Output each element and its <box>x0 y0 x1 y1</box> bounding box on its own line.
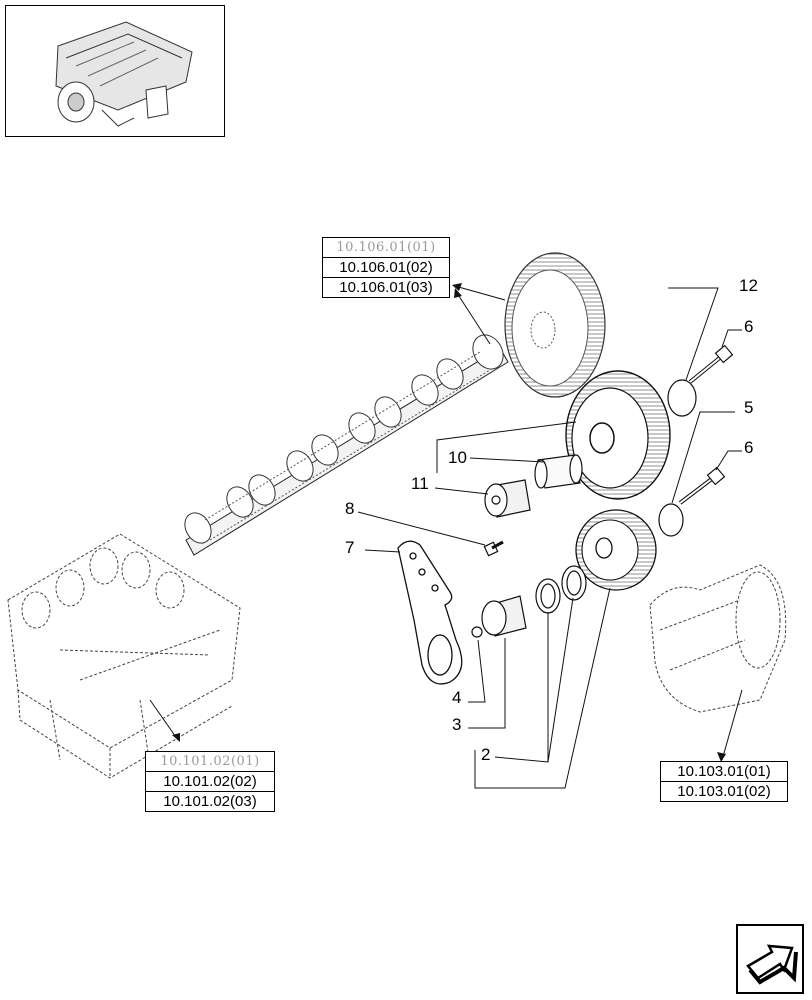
callout-10: 10 <box>448 448 467 467</box>
callout-11: 11 <box>411 474 429 493</box>
bushings <box>471 379 697 638</box>
next-page-button[interactable] <box>736 924 804 994</box>
ref-link-camshaft-03[interactable]: 10.106.01(03) <box>339 279 433 296</box>
callout-8: 8 <box>345 499 355 518</box>
ref-link-crankshaft-01[interactable]: 10.103.01(01) <box>661 762 787 782</box>
ref-link-block-02[interactable]: 10.101.02(02) <box>146 772 274 792</box>
leader-lines <box>149 285 743 789</box>
ref-box-crankshaft: 10.103.01(01) 10.103.01(02) <box>660 761 788 802</box>
callout-5: 5 <box>744 398 754 417</box>
callout-6-lower: 6 <box>744 438 754 457</box>
crankshaft <box>649 564 787 713</box>
ref-current-camshaft: 10.106.01(01) <box>323 238 449 258</box>
ref-current-block: 10.101.02(01) <box>146 752 274 772</box>
cylinder-block <box>7 533 241 779</box>
next-page-arrow-icon <box>746 944 798 985</box>
ref-box-block: 10.101.02(01) 10.101.02(02) 10.101.02(03… <box>145 751 275 812</box>
callout-7: 7 <box>345 538 355 557</box>
bolts <box>483 344 734 557</box>
small-gear <box>575 509 657 591</box>
bracket <box>397 540 463 685</box>
engine-thumbnail-icon <box>55 21 193 127</box>
callout-4: 4 <box>452 688 462 707</box>
idler-gear <box>565 370 671 500</box>
ref-link-camshaft-02[interactable]: 10.106.01(02) <box>323 258 449 278</box>
callout-12: 12 <box>739 276 758 295</box>
callout-2: 2 <box>481 745 491 764</box>
callout-6-upper: 6 <box>744 317 754 336</box>
ref-link-block-03[interactable]: 10.101.02(03) <box>163 793 257 810</box>
camshaft-gear <box>504 252 606 398</box>
camshaft <box>184 334 509 556</box>
callout-3: 3 <box>452 715 462 734</box>
ref-box-camshaft: 10.106.01(01) 10.106.01(02) 10.106.01(03… <box>322 237 450 298</box>
ref-link-crankshaft-02[interactable]: 10.103.01(02) <box>677 783 771 800</box>
arrowheads <box>172 283 726 762</box>
engine-thumbnail <box>5 5 225 137</box>
